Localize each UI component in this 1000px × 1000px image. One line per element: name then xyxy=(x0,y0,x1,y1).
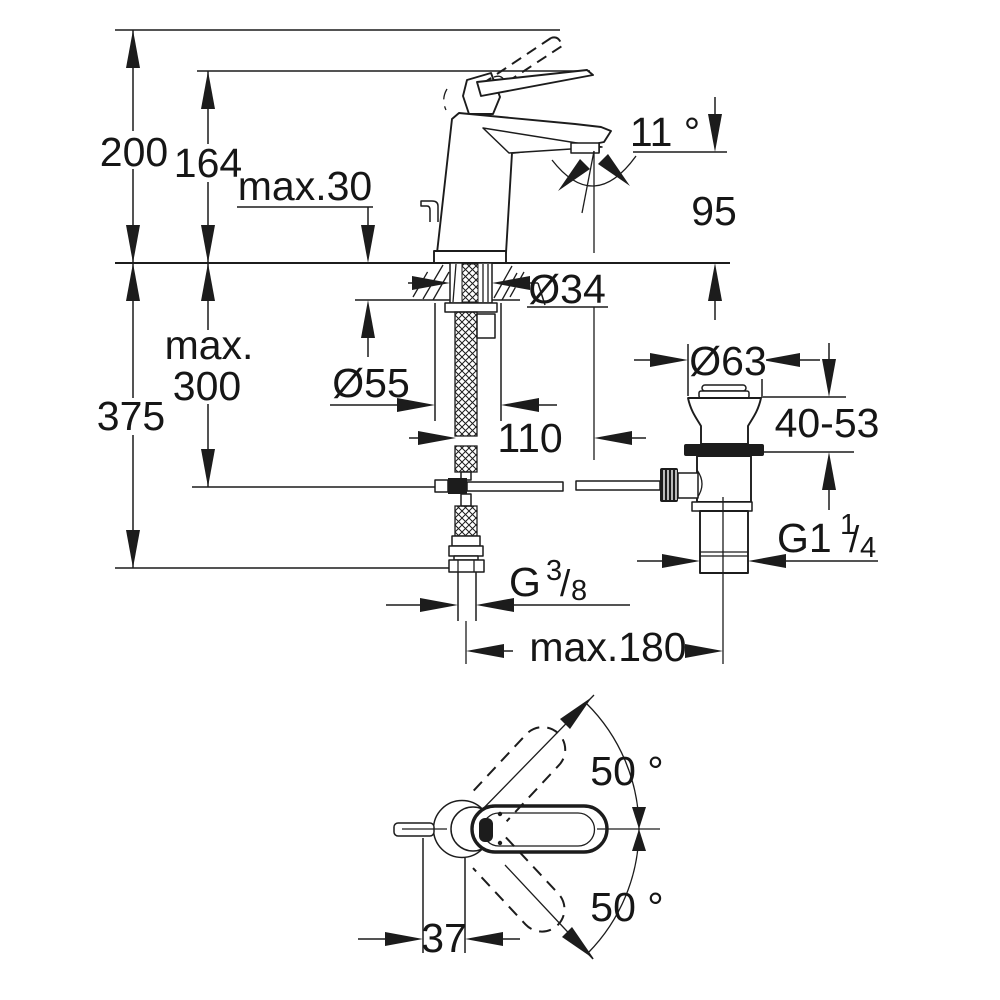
dim-handle-offset: 37 xyxy=(421,915,467,961)
faucet-top-view xyxy=(358,694,660,960)
waste-gasket xyxy=(684,444,764,456)
waste-knurled-knob xyxy=(660,468,678,502)
supply-connector xyxy=(448,535,485,664)
dim-basin-thickness-range: 40-53 xyxy=(775,400,880,446)
lever-raised-dashed xyxy=(443,36,563,111)
dim-hose-length-line2: 300 xyxy=(173,363,241,409)
dim-swivel-angle-upper: 50 ° xyxy=(590,748,663,794)
aerator-top-view xyxy=(479,818,493,842)
dim-height-to-lever: 164 xyxy=(174,140,242,186)
mounting-shank xyxy=(444,262,498,313)
dim-outlet-height: 95 xyxy=(691,188,737,234)
pop-up-waste-view xyxy=(660,384,764,664)
lever-swivel-down-dashed xyxy=(472,836,566,933)
dim-total-depth: 375 xyxy=(97,393,165,439)
lever-handle xyxy=(476,69,594,97)
supply-hose xyxy=(454,311,496,537)
dim-spout-reach: 110 xyxy=(497,415,562,461)
waste-cap-top xyxy=(701,384,747,392)
dimension-labels: 200 164 max.30 11 ° 95 Ø34 max. 300 375 … xyxy=(97,109,880,961)
dim-base-diameter: Ø55 xyxy=(332,360,410,406)
lever-swivel-up-dashed xyxy=(473,726,567,822)
base-plate xyxy=(433,250,507,264)
dim-swivel-angle-lower: 50 ° xyxy=(590,884,663,930)
pop-up-knob xyxy=(420,200,439,222)
dim-rod-reach: max.180 xyxy=(529,624,686,670)
waste-body xyxy=(696,455,752,503)
faucet-side-view xyxy=(420,36,661,664)
dim-waste-flange-diameter: Ø63 xyxy=(689,338,767,384)
dim-hose-length-line1: max. xyxy=(165,322,254,368)
reference-lines xyxy=(115,29,730,569)
dim-spout-angle: 11 ° xyxy=(630,109,700,155)
aerator xyxy=(570,142,600,154)
dim-deck-thickness: max.30 xyxy=(238,163,372,209)
waste-tailpipe xyxy=(699,510,749,574)
dim-height-overall: 200 xyxy=(100,129,168,175)
dim-shank-diameter: Ø34 xyxy=(528,266,606,312)
lever-top-view xyxy=(470,804,609,854)
pop-up-rod xyxy=(434,478,661,494)
